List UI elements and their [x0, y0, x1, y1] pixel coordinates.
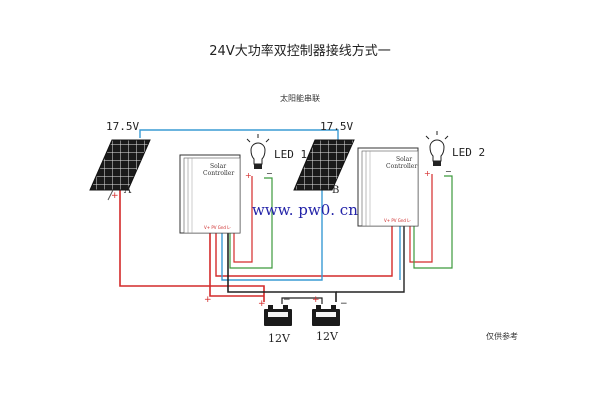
plus-mark-battery1: +: [258, 299, 266, 309]
wire-green-led2: [413, 175, 453, 269]
panel-b-tag: B: [332, 185, 339, 196]
minus-mark-battery-link: −: [283, 295, 291, 305]
wire-green-led1: [229, 177, 273, 269]
battery-2-icon: [312, 305, 340, 326]
panel-b-voltage: 17.5V: [320, 120, 353, 133]
reference-note: 仅供参考: [486, 332, 518, 341]
led1-label: LED 1: [274, 148, 307, 161]
wire-red-controller2: [215, 226, 393, 277]
diagram-subtitle: 太阳能串联: [280, 94, 320, 103]
led2-label: LED 2: [452, 146, 485, 159]
wire-red-controller1: [209, 228, 264, 297]
battery1-voltage: 12V: [268, 332, 291, 345]
wire-dark-negative: [227, 232, 337, 302]
wire-blue-panel-link: [139, 129, 339, 140]
controller2-terminals: V+ PV Gnd L-: [384, 218, 411, 223]
diagram-title: 24V大功率双控制器接线方式一: [209, 44, 391, 59]
led-bulb-2-icon: [425, 131, 449, 166]
plus-mark-led1: +: [245, 171, 252, 180]
solar-panel-a: [89, 139, 151, 201]
plus-mark-panel-a: +: [111, 191, 119, 201]
controller1-label-line1: Solar: [210, 163, 226, 170]
wire-red-panel-a-positive: [119, 188, 265, 302]
plus-mark-bus: +: [204, 295, 212, 305]
solar-controller-2: [357, 147, 419, 227]
wire-red-led2: [409, 174, 433, 263]
panel-a-tag: A: [123, 185, 132, 196]
panel-a-voltage: 17.5V: [106, 120, 139, 133]
plus-mark-led2: +: [424, 169, 431, 178]
solar-panel-b: [293, 139, 355, 191]
wire-blue-panel-b: [221, 188, 323, 281]
led-bulb-1-icon: [246, 134, 270, 169]
controller1-label-line2: Controller: [203, 170, 234, 177]
minus-mark-battery2: −: [340, 299, 348, 309]
controller2-label-line2: Controller: [386, 163, 417, 170]
minus-mark-led1: −: [266, 169, 273, 178]
wire-dark-controller2-negative: [336, 226, 405, 293]
minus-mark-led2: −: [445, 167, 452, 176]
wire-red-led1: [233, 176, 253, 263]
battery2-voltage: 12V: [316, 330, 339, 343]
watermark-text: www. pw0. cn: [252, 201, 358, 219]
wire-dark-battery-link: [281, 297, 323, 304]
controller2-label-line1: Solar: [396, 156, 412, 163]
battery-1-icon: [264, 305, 292, 326]
plus-mark-battery-link: +: [312, 295, 320, 305]
controller1-terminals: V+ PV Gnd L-: [204, 225, 231, 230]
solar-controller-1: [179, 154, 241, 234]
